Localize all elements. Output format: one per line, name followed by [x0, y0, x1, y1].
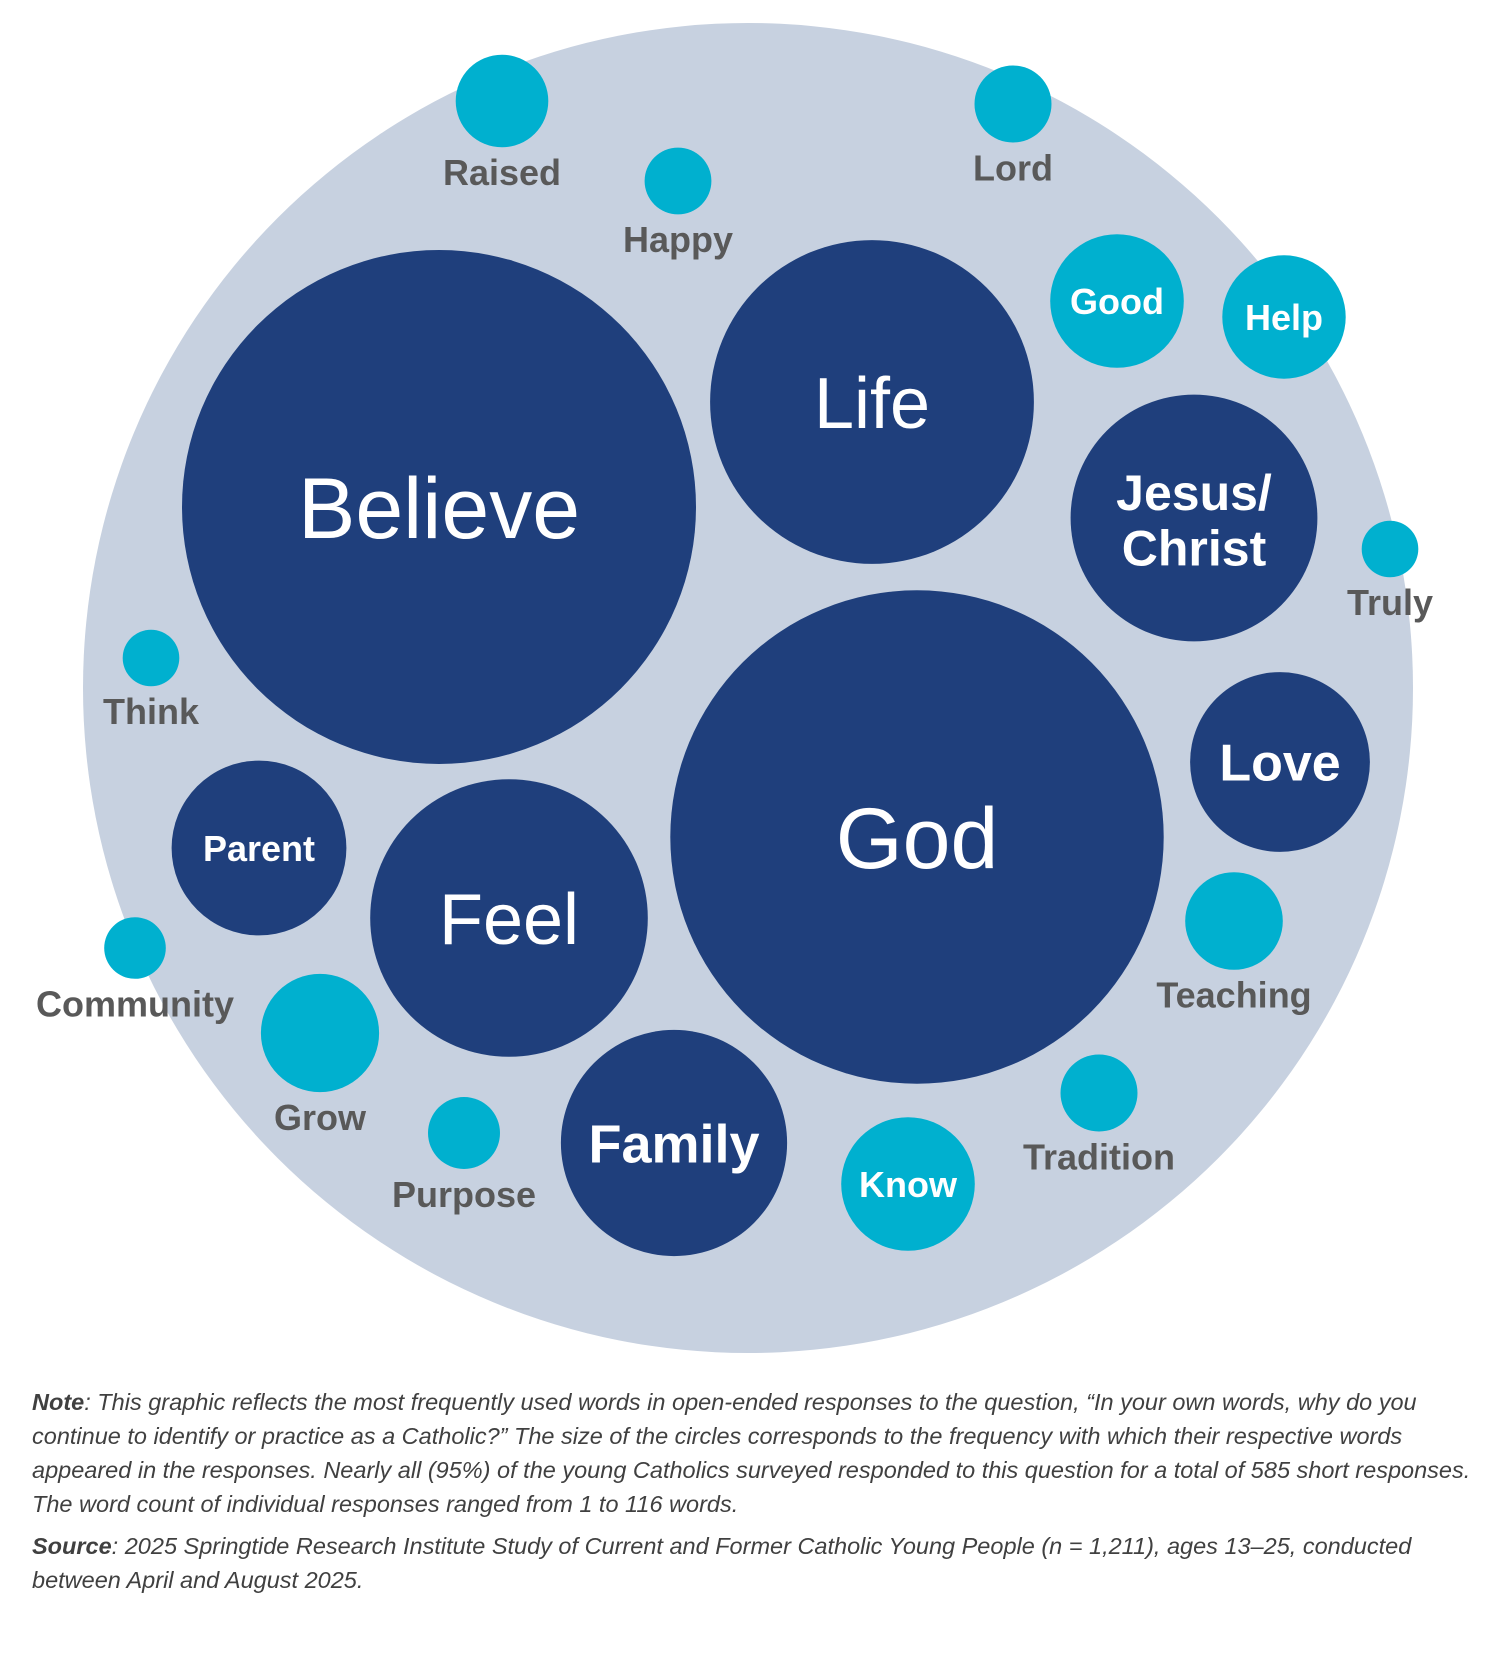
bubble-label-lord: Lord: [973, 147, 1053, 188]
bubble-label-good: Good: [1070, 281, 1164, 322]
note-label: Note: [32, 1389, 85, 1415]
bubble-raised: [455, 54, 549, 148]
bubble-label-raised: Raised: [443, 152, 561, 193]
bubble-label-community: Community: [36, 984, 234, 1025]
bubble-label-know: Know: [859, 1164, 958, 1205]
bubble-label-teaching: Teaching: [1156, 975, 1311, 1016]
bubble-know: [841, 1117, 975, 1251]
source-paragraph: Source: 2025 Springtide Research Institu…: [32, 1529, 1472, 1597]
bubble-label-feel: Feel: [439, 880, 579, 960]
bubble-label-tradition: Tradition: [1023, 1136, 1175, 1177]
bubble-parent: [171, 760, 347, 936]
bubble-feel: [370, 779, 648, 1057]
source-text: : 2025 Springtide Research Institute Stu…: [32, 1533, 1412, 1593]
bubble-jesus-christ: [1070, 394, 1318, 642]
note-paragraph: Note: This graphic reflects the most fre…: [32, 1385, 1472, 1521]
bubble-truly: [1361, 520, 1419, 578]
bubble-love: [1190, 672, 1370, 852]
bubble-label-parent: Parent: [203, 828, 315, 869]
notes-section: Note: This graphic reflects the most fre…: [32, 1385, 1472, 1605]
bubble-label-god: God: [836, 791, 999, 887]
bubble-grow: [260, 973, 380, 1093]
bubble-label-jesus-christ-line2: Christ: [1122, 521, 1267, 577]
bubble-family: [560, 1029, 788, 1257]
bubble-label-help: Help: [1245, 297, 1323, 338]
bubble-label-family: Family: [588, 1114, 759, 1174]
bubble-think: [122, 629, 180, 687]
bubble-life: [710, 240, 1034, 564]
bubble-label-happy: Happy: [623, 219, 733, 260]
bubble-label-think: Think: [103, 691, 200, 732]
bubble-label-love: Love: [1219, 735, 1340, 793]
source-label: Source: [32, 1533, 112, 1559]
bubble-happy: [644, 147, 712, 215]
bubble-purpose: [428, 1097, 500, 1169]
bubble-tradition: [1060, 1054, 1138, 1132]
bubble-label-grow: Grow: [274, 1097, 367, 1138]
bubble-lord: [974, 65, 1052, 143]
bubble-help: [1222, 255, 1346, 379]
bubble-teaching: [1185, 872, 1283, 970]
bubble-god: [670, 590, 1164, 1084]
bubble-believe: [182, 250, 696, 764]
bubble-good: [1050, 234, 1184, 368]
bubble-community: [104, 917, 166, 979]
note-text: : This graphic reflects the most frequen…: [32, 1389, 1471, 1517]
bubble-label-purpose: Purpose: [392, 1174, 536, 1215]
bubble-label-believe: Believe: [298, 461, 580, 557]
bubble-label-life: Life: [814, 364, 930, 444]
bubble-label-jesus-christ-line1: Jesus/: [1116, 465, 1272, 521]
bubble-label-truly: Truly: [1347, 582, 1433, 623]
